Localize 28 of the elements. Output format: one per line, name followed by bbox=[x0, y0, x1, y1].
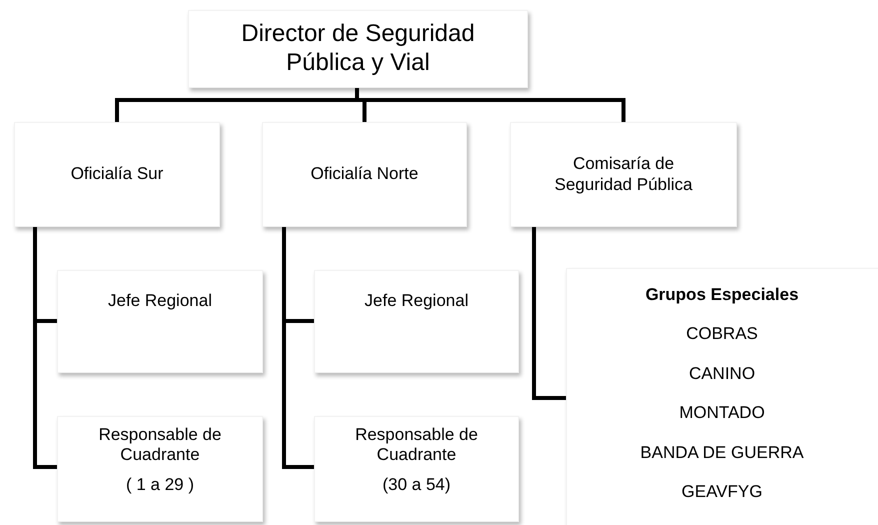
connector-line bbox=[532, 227, 566, 400]
role-title: Director de Seguridad Pública y Vial bbox=[240, 20, 476, 78]
org-box bbox=[14, 122, 220, 227]
group-heading: Grupos Especiales bbox=[645, 285, 800, 306]
org-box bbox=[188, 10, 528, 88]
group-name: COBRAS bbox=[686, 324, 759, 345]
org-box bbox=[314, 416, 519, 522]
role-title: Comisaría de Seguridad Pública bbox=[554, 154, 694, 195]
role-title: Oficialía Sur bbox=[70, 164, 164, 185]
group-name: MONTADO bbox=[679, 403, 766, 424]
role-title: Responsable de Cuadrante bbox=[354, 425, 479, 466]
org-box bbox=[262, 122, 467, 227]
role-title: Oficialía Norte bbox=[310, 164, 418, 185]
org-box bbox=[57, 270, 263, 373]
range-label: (30 a 54) bbox=[382, 474, 451, 496]
org-box bbox=[57, 416, 263, 522]
org-box bbox=[566, 268, 878, 525]
range-label: ( 1 a 29 ) bbox=[126, 474, 194, 496]
group-name: CANINO bbox=[688, 364, 756, 384]
role-title: Jefe Regional bbox=[108, 291, 212, 312]
org-box bbox=[314, 270, 519, 373]
org-box bbox=[510, 122, 737, 227]
group-name: BANDA DE GUERRA bbox=[640, 442, 805, 463]
group-name: GEAVFYG bbox=[682, 482, 764, 502]
connector-line bbox=[282, 227, 314, 469]
role-title: Responsable de Cuadrante bbox=[98, 425, 222, 466]
connector-line bbox=[33, 227, 57, 469]
role-title: Jefe Regional bbox=[364, 291, 468, 312]
